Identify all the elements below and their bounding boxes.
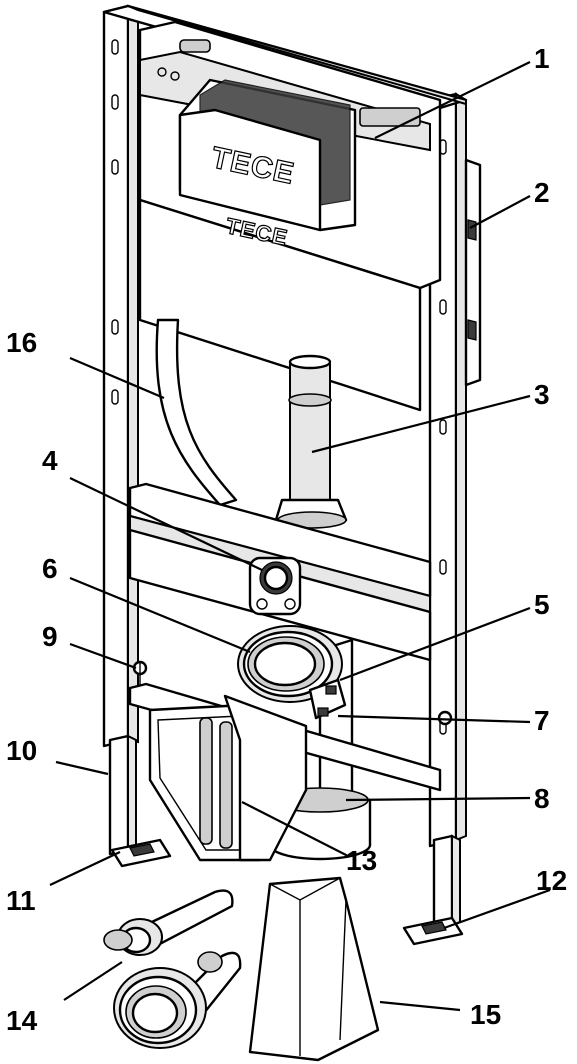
callout-7: 7: [534, 705, 550, 736]
leader-lines: [49, 61, 551, 1012]
callout-2: 2: [534, 177, 550, 208]
callout-14: 14: [6, 1005, 38, 1036]
electrical-conduit: [155, 318, 238, 507]
flush-pipe: [274, 354, 348, 529]
callout-13: 13: [346, 845, 377, 876]
callout-3: 3: [534, 379, 550, 410]
protective-cap: [148, 694, 308, 862]
callout-6: 6: [42, 553, 58, 584]
flush-pipe-connector: [248, 556, 302, 616]
cistern: TECE TECE: [138, 20, 442, 412]
side-bracket: [464, 158, 482, 387]
callout-4: 4: [42, 445, 58, 476]
wc-mounting-stud: [132, 660, 453, 726]
callout-8: 8: [534, 783, 550, 814]
building-protection-bag: [248, 876, 380, 1062]
connection-set: [103, 889, 242, 1049]
callout-10: 10: [6, 735, 37, 766]
callout-1: 1: [534, 43, 550, 74]
callout-15: 15: [470, 999, 501, 1030]
frame-leg-right: [432, 834, 461, 932]
frame-leg-left: [108, 734, 137, 856]
floor-fixing-foot-right: [402, 916, 464, 946]
callout-11: 11: [6, 885, 36, 916]
callout-9: 9: [42, 621, 58, 652]
callout-12: 12: [536, 865, 567, 896]
callout-labels: 1 2 3 4 5 6 7 8 9 10 11 12 13 14 15 16: [6, 43, 567, 1036]
callout-5: 5: [534, 589, 550, 620]
floor-fixing-foot-left: [110, 838, 172, 868]
callout-16: 16: [6, 327, 37, 358]
